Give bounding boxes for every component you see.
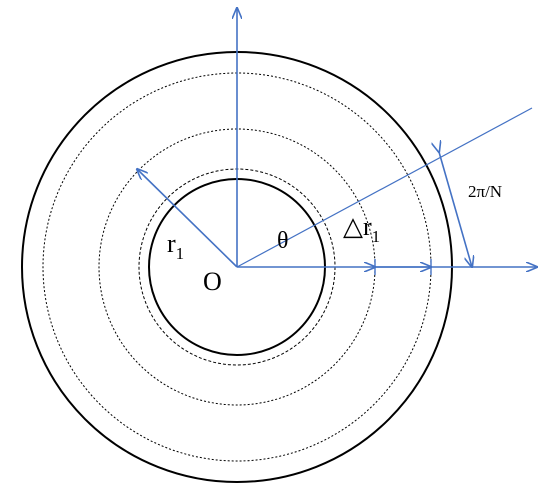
radius-label: r1 bbox=[167, 229, 184, 263]
origin-label: O bbox=[203, 267, 222, 296]
angle-label: θ bbox=[277, 228, 289, 254]
radius-arrow bbox=[137, 169, 238, 268]
sector-label: 2π/N bbox=[468, 182, 502, 201]
sector-arc-arrow bbox=[439, 152, 472, 267]
angle-ray bbox=[236, 107, 533, 268]
delta-r-label: △r1 bbox=[343, 212, 380, 246]
